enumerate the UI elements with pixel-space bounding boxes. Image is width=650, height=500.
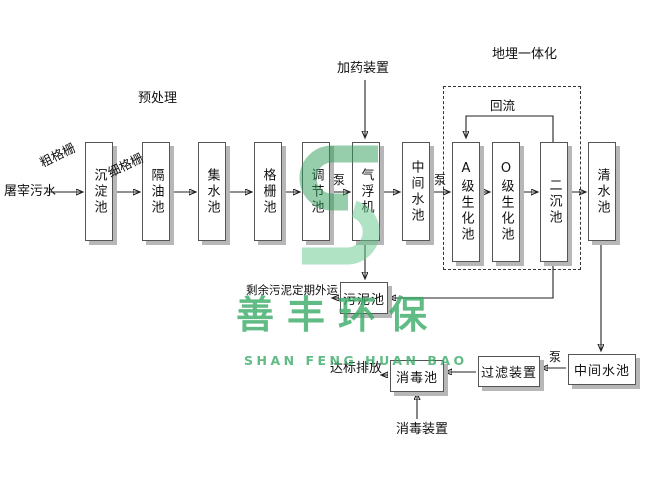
tank-collection: 集水池	[198, 142, 226, 241]
tank-o-biochemical: O级生化池	[492, 142, 520, 262]
pump-label-1: 泵	[333, 173, 346, 187]
tank-clean-water: 清水池	[588, 142, 616, 241]
buried-integration-label: 地埋一体化	[492, 47, 558, 62]
pump-label-2: 泵	[434, 173, 447, 187]
discharge-label: 达标排放	[330, 361, 383, 376]
dosing-device-label: 加药装置	[337, 61, 390, 76]
source-label: 屠宰污水	[4, 184, 57, 199]
arrow-reflux-line	[466, 115, 554, 142]
arrow-secondary-to-sludge	[390, 261, 554, 298]
sludge-removal-note: 剩余污泥定期外运	[246, 283, 338, 297]
pump-label-3: 泵	[549, 350, 562, 364]
disinfection-device-label: 消毒装置	[396, 422, 449, 437]
tank-intermediate: 中间水池	[402, 142, 430, 241]
disinfection-tank: 消毒池	[390, 360, 444, 392]
buried-integration-boundary	[443, 86, 581, 270]
tank-oil-separation: 隔油池	[142, 142, 170, 241]
tank-air-flotation: 气浮机	[352, 142, 380, 241]
filter-device-box: 过滤装置	[478, 356, 540, 387]
intermediate-tank-2: 中间水池	[568, 354, 636, 385]
tank-regulating: 调节池	[302, 142, 330, 241]
sludge-tank: 污泥池	[340, 282, 388, 314]
reflux-label: 回流	[487, 98, 519, 114]
tank-grille: 格栅池	[254, 142, 282, 241]
tank-secondary-sedimentation: 二沉池	[540, 142, 568, 262]
tank-a-biochemical: A级生化池	[452, 142, 480, 262]
pretreatment-label: 预处理	[138, 91, 178, 106]
tank-sedimentation: 沉淀池	[85, 142, 113, 241]
